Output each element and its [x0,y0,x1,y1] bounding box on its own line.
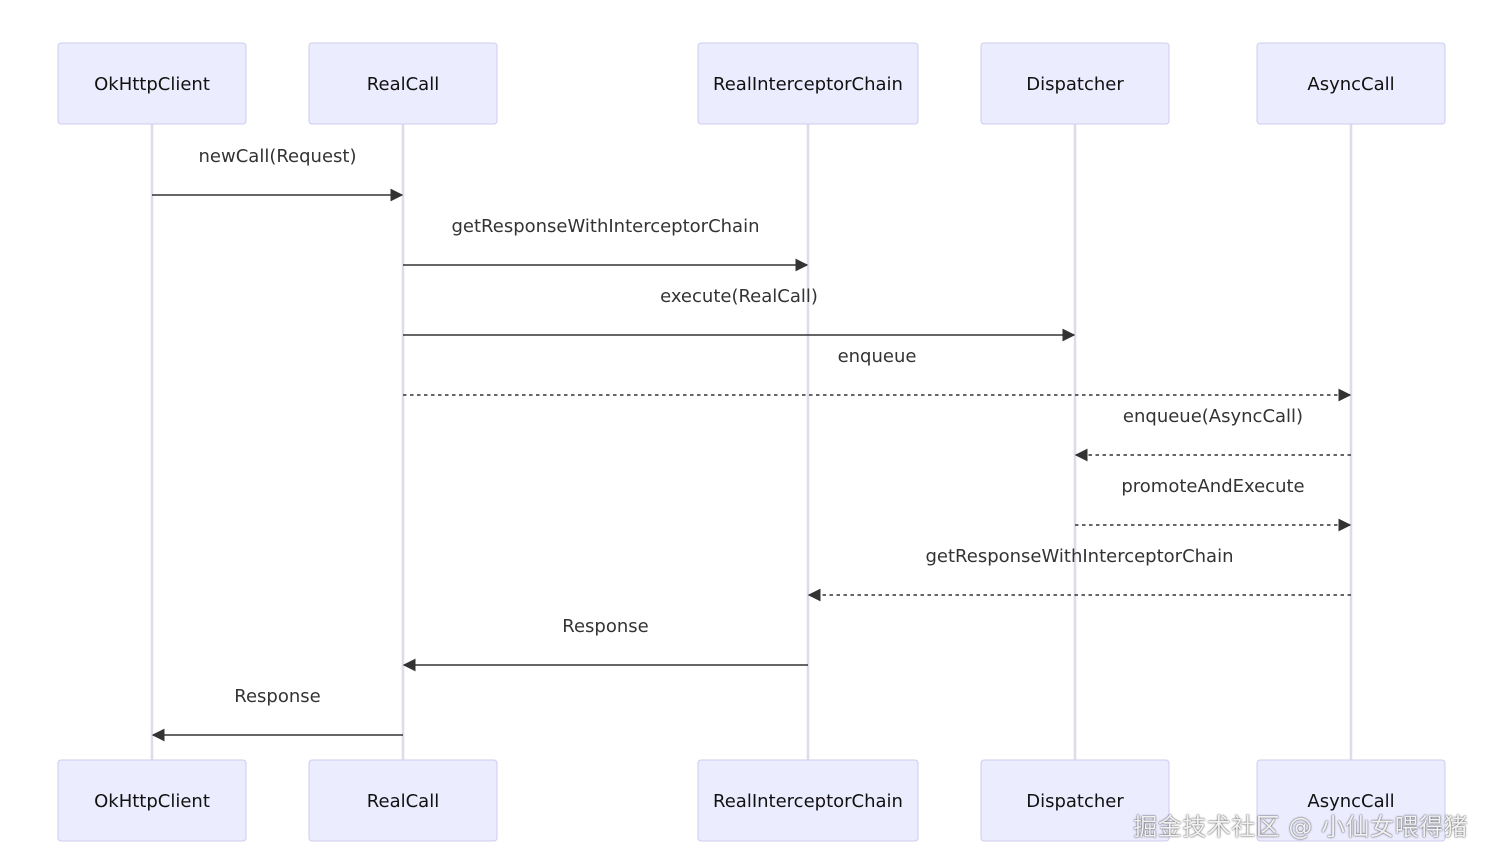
message-7: getResponseWithInterceptorChain [807,546,1351,602]
actor-box-okhttpclient-top: OkHttpClient [57,42,247,125]
actor-label: RealCall [367,74,439,95]
actor-rect [980,759,1170,842]
actor-label: OkHttpClient [94,791,210,812]
message-label: promoteAndExecute [1121,476,1304,497]
message-4: enqueue [403,346,1352,402]
message-label: execute(RealCall) [660,286,818,307]
actor-rect [1256,759,1446,842]
actor-box-dispatcher-bottom: Dispatcher [980,759,1170,842]
actor-box-realinterceptorchain-top: RealInterceptorChain [697,42,919,125]
actor-rect [697,42,919,125]
message-label: getResponseWithInterceptorChain [451,216,759,237]
actor-rect [308,759,498,842]
actor-rect [1256,42,1446,125]
actor-box-asynccall-top: AsyncCall [1256,42,1446,125]
message-1: newCall(Request) [152,146,404,202]
actor-label: RealCall [367,791,439,812]
actor-label: RealInterceptorChain [713,74,903,95]
message-label: newCall(Request) [199,146,357,167]
message-label: enqueue [838,346,917,367]
message-8: Response [402,616,808,672]
actor-label: AsyncCall [1307,74,1394,95]
message-2: getResponseWithInterceptorChain [403,216,809,272]
actor-box-okhttpclient-bottom: OkHttpClient [57,759,247,842]
actor-rect [57,759,247,842]
message-5: enqueue(AsyncCall) [1074,406,1351,462]
actor-rect [697,759,919,842]
actor-rect [980,42,1170,125]
message-9: Response [151,686,403,742]
watermark-text: 掘金技术社区 @ 小仙女喂得猪 [1133,813,1468,841]
message-label: getResponseWithInterceptorChain [925,546,1233,567]
actor-label: AsyncCall [1307,791,1394,812]
message-label: enqueue(AsyncCall) [1123,406,1303,427]
message-3: execute(RealCall) [403,286,1076,342]
actor-box-dispatcher-top: Dispatcher [980,42,1170,125]
actor-label: OkHttpClient [94,74,210,95]
actor-box-asynccall-bottom: AsyncCall [1256,759,1446,842]
actor-label: Dispatcher [1026,791,1124,812]
actor-rect [308,42,498,125]
message-label: Response [562,616,648,637]
actor-box-realcall-top: RealCall [308,42,498,125]
actor-box-realinterceptorchain-bottom: RealInterceptorChain [697,759,919,842]
actor-label: RealInterceptorChain [713,791,903,812]
actor-rect [57,42,247,125]
actor-box-realcall-bottom: RealCall [308,759,498,842]
message-6: promoteAndExecute [1075,476,1352,532]
message-label: Response [234,686,320,707]
actor-label: Dispatcher [1026,74,1124,95]
